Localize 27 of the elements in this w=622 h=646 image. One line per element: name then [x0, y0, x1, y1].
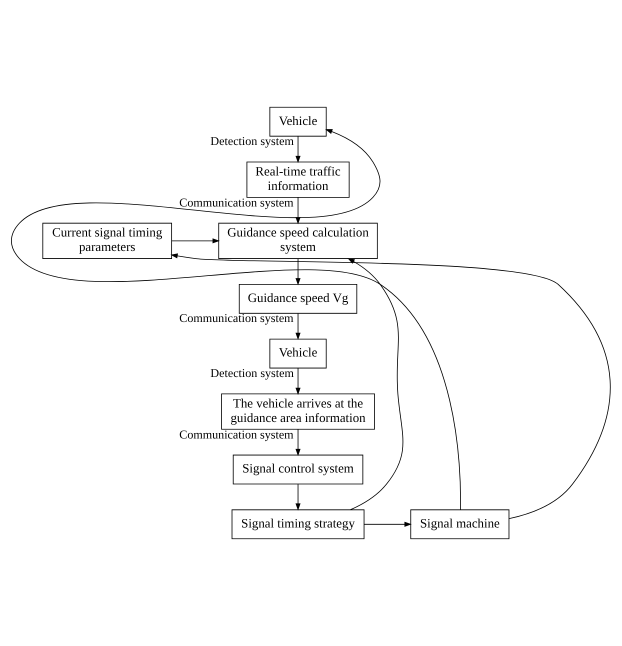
edge-label: Detection system — [210, 134, 294, 148]
arrow — [11, 129, 461, 510]
arrow — [171, 238, 220, 244]
arrow — [364, 522, 412, 527]
node-box: Vehicle — [269, 106, 327, 137]
node-box: Current signal timing parameters — [42, 222, 172, 259]
arrow — [296, 313, 301, 340]
arrow — [296, 428, 301, 456]
arrow — [296, 484, 301, 511]
node-box: Signal timing strategy — [232, 509, 364, 540]
edge-label: Communication system — [179, 195, 294, 210]
node-box: Signal machine — [410, 509, 510, 540]
edge-label: Detection system — [210, 366, 294, 380]
node-box: Signal control system — [232, 454, 364, 484]
arrow — [296, 197, 301, 224]
node-box: The vehicle arrives at the guidance area information — [221, 393, 375, 430]
node-box: Guidance speed calculation system — [218, 222, 378, 259]
arrow — [296, 136, 301, 164]
node-box: Guidance speed Vg — [238, 284, 358, 314]
edge-label: Communication system — [179, 311, 294, 326]
edge-label: Communication system — [179, 427, 294, 442]
node-box: Vehicle — [269, 338, 327, 368]
arrow — [170, 253, 610, 520]
arrow — [296, 258, 301, 286]
node-box: Real-time traffic information — [246, 162, 350, 198]
arrow — [296, 368, 301, 395]
arrow — [347, 258, 404, 510]
